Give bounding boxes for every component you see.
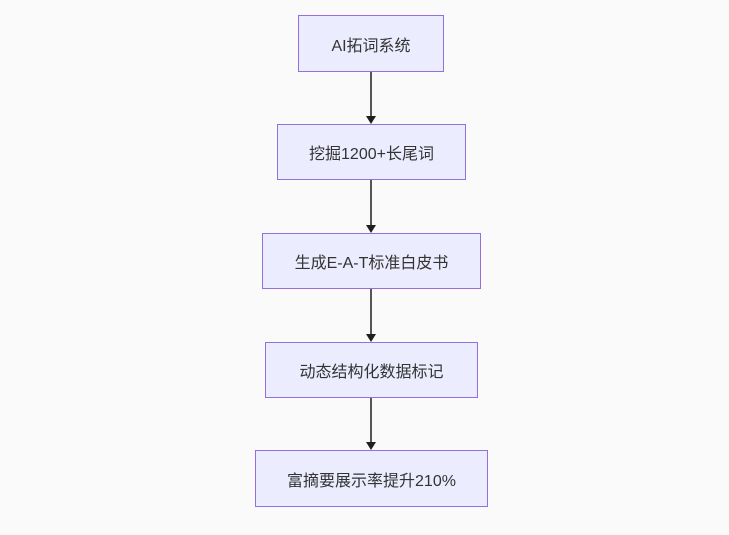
node-label: 挖掘1200+长尾词 <box>309 146 434 163</box>
node-label: AI拓词系统 <box>331 37 411 55</box>
node-rich-snippet-rate-result: 富摘要展示率提升210% <box>255 450 488 507</box>
node-longtail-keyword-mining: 挖掘1200+长尾词 <box>277 124 466 180</box>
arrow-head-icon <box>366 116 376 124</box>
node-ai-expansion-system: AI拓词系统 <box>298 15 444 72</box>
node-label: 富摘要展示率提升210% <box>287 472 456 490</box>
arrow-head-icon <box>366 225 376 233</box>
node-label: 生成E-A-T标准白皮书 <box>294 255 449 272</box>
arrow-line <box>370 289 372 337</box>
flow-arrow-2 <box>364 180 378 233</box>
flow-arrow-3 <box>364 289 378 342</box>
arrow-line <box>370 72 372 119</box>
flow-arrow-4 <box>364 398 378 450</box>
arrow-line <box>370 398 372 445</box>
arrow-head-icon <box>366 334 376 342</box>
node-eat-whitepaper-generation: 生成E-A-T标准白皮书 <box>262 233 481 289</box>
arrow-head-icon <box>366 442 376 450</box>
flow-arrow-1 <box>364 72 378 124</box>
arrow-line <box>370 180 372 228</box>
node-dynamic-structured-data-markup: 动态结构化数据标记 <box>265 342 478 398</box>
node-label: 动态结构化数据标记 <box>299 364 444 381</box>
